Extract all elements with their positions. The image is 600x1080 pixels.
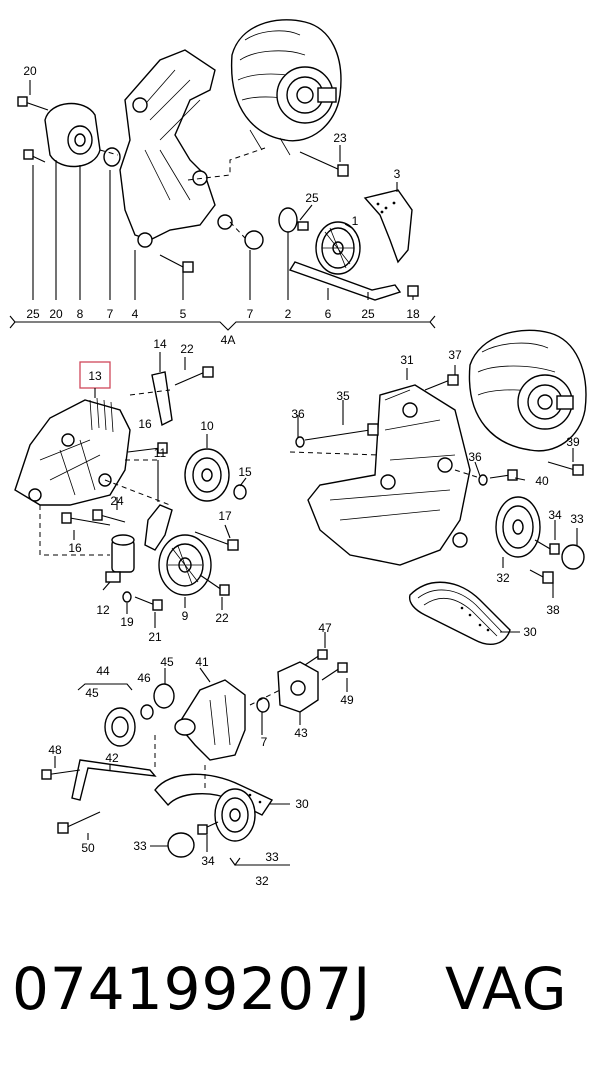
callout-43: 43 [294, 726, 308, 740]
pulley-9 [158, 534, 212, 596]
top-assembly: 20 23 25 1 3 25 20 8 7 4 5 7 2 6 25 18 4… [9, 19, 436, 347]
tensioner-8 [44, 102, 101, 168]
bracket-41 [174, 679, 246, 761]
parts-exploded-diagram: 20 23 25 1 3 25 20 8 7 4 5 7 2 6 25 18 4… [9, 19, 587, 888]
bottom-assembly: 44 45 45 46 41 47 49 48 42 7 43 30 50 33… [41, 621, 354, 888]
callout-20: 20 [23, 64, 37, 78]
middle-left-assembly: 13 [14, 337, 252, 644]
callout-21: 21 [148, 630, 162, 644]
callout-46: 46 [137, 671, 151, 685]
callout-42: 42 [105, 751, 119, 765]
callout-37: 37 [448, 348, 462, 362]
callout-48: 48 [48, 743, 62, 757]
ribbed-belt-30 [408, 581, 511, 646]
callout-25: 25 [361, 307, 375, 321]
alternator-top [230, 19, 342, 156]
middle-right-assembly: 31 37 35 36 39 36 40 34 33 32 38 30 [289, 329, 587, 646]
callout-34: 34 [548, 508, 562, 522]
callout-15: 15 [238, 465, 252, 479]
callout-14: 14 [153, 337, 167, 351]
callout-36: 36 [291, 407, 305, 421]
callout-4A: 4A [221, 333, 236, 347]
callout-17: 17 [218, 509, 232, 523]
pulley-1 [315, 221, 361, 275]
callout-49: 49 [340, 693, 354, 707]
bolt-20 [17, 96, 49, 111]
callout-38: 38 [546, 603, 560, 617]
callout-19: 19 [120, 615, 134, 629]
callout-39: 39 [566, 435, 580, 449]
callout-10: 10 [200, 419, 214, 433]
callout-4: 4 [132, 307, 139, 321]
callout-8: 8 [77, 307, 84, 321]
callout-50: 50 [81, 841, 95, 855]
callout-41: 41 [195, 655, 209, 669]
callout-9: 9 [182, 609, 189, 623]
callout-22: 22 [215, 611, 229, 625]
callout-33: 33 [570, 512, 584, 526]
callout-45: 45 [85, 686, 99, 700]
pulley-32-lower [214, 788, 256, 842]
callout-30: 30 [523, 625, 537, 639]
callout-16: 16 [68, 541, 82, 555]
bracket-3 [363, 189, 413, 264]
callout-47: 47 [318, 621, 332, 635]
callout-31: 31 [400, 353, 414, 367]
bolt-23 [299, 151, 349, 177]
callout-25: 25 [26, 307, 40, 321]
brand-label: VAG [445, 955, 568, 1023]
callout-23: 23 [333, 131, 347, 145]
callout-25: 25 [305, 191, 319, 205]
callout-7: 7 [261, 735, 268, 749]
callout-3: 3 [394, 167, 401, 181]
tensioner-43 [277, 661, 319, 713]
pulley-10 [184, 448, 230, 502]
bolt-5 [159, 254, 194, 273]
damper-12 [105, 534, 135, 583]
callout-40: 40 [535, 474, 549, 488]
callout-1: 1 [352, 214, 359, 228]
pulley-32 [495, 496, 541, 558]
callout-24: 24 [110, 494, 124, 508]
callout-12: 12 [96, 603, 110, 617]
callout-36: 36 [468, 450, 482, 464]
callout-32: 32 [496, 571, 510, 585]
callout-2: 2 [285, 307, 292, 321]
callout-44: 44 [96, 664, 110, 678]
callout-7: 7 [247, 307, 254, 321]
callout-6: 6 [325, 307, 332, 321]
bracket-13 [14, 397, 131, 506]
callout-16: 16 [138, 417, 152, 431]
callout-30: 30 [295, 797, 309, 811]
bracket-4 [119, 49, 233, 248]
callout-33: 33 [265, 850, 279, 864]
callout-32: 32 [255, 874, 269, 888]
caption-bar: 074199207J VAG [0, 955, 600, 1035]
callout-20: 20 [49, 307, 63, 321]
callout-22: 22 [180, 342, 194, 356]
alternator-right [468, 329, 587, 452]
pulley-45 [104, 707, 136, 747]
bolt-25 [23, 149, 46, 163]
callout-33: 33 [133, 839, 147, 853]
callout-34: 34 [201, 854, 215, 868]
callout-13: 13 [88, 369, 102, 383]
part-number-label: 074199207J [12, 955, 372, 1023]
callout-7: 7 [107, 307, 114, 321]
callout-45: 45 [160, 655, 174, 669]
callout-5: 5 [180, 307, 187, 321]
bracket-31 [307, 384, 471, 566]
callout-11: 11 [154, 446, 167, 460]
callout-18: 18 [406, 307, 420, 321]
callout-35: 35 [336, 389, 350, 403]
